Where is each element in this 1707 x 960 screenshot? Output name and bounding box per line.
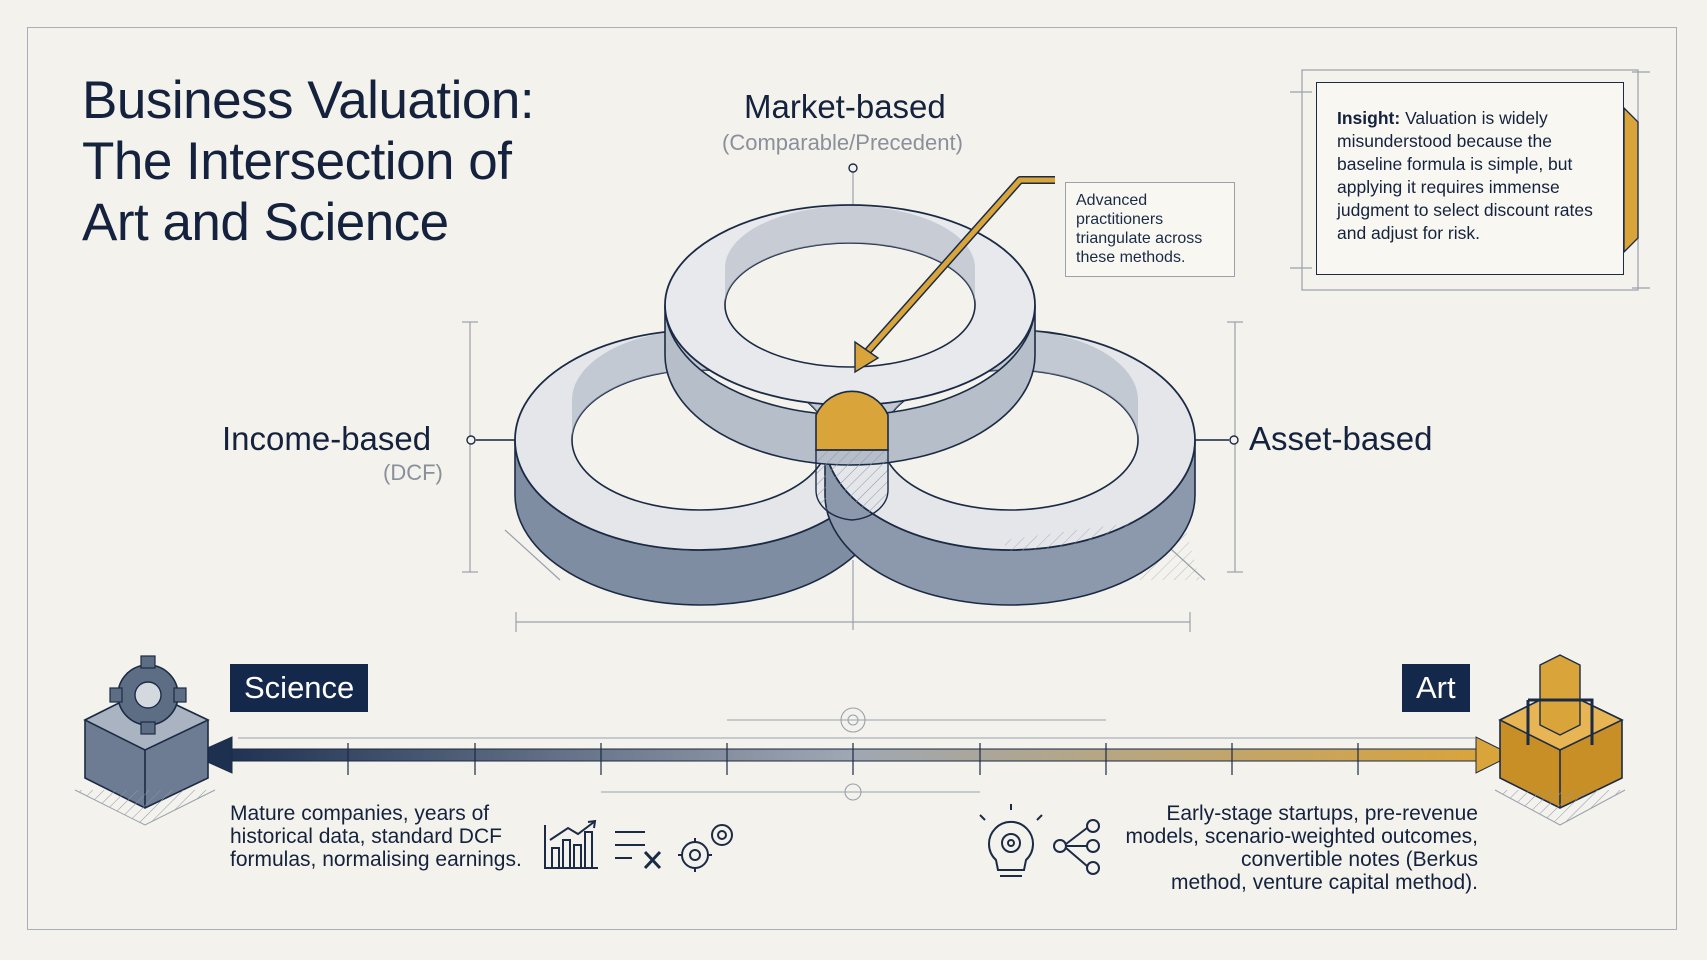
art-desc-line-1: Early-stage startups, pre-revenue: [1166, 802, 1478, 825]
page-title: Business Valuation: The Intersection of …: [82, 70, 642, 253]
callout-note-line-3: triangulate across: [1076, 230, 1203, 247]
art-desc-line-4: method, venture capital method).: [1170, 871, 1478, 894]
insight-gold-tab: [1623, 106, 1639, 254]
callout-note-line-2: practitioners: [1076, 211, 1164, 228]
callout-note: Advanced practitioners triangulate acros…: [1065, 182, 1235, 277]
insight-line-1: Valuation is widely: [1405, 108, 1548, 128]
art-desc-line-3: convertible notes (Berkus: [1241, 848, 1478, 871]
market-based-sublabel: (Comparable/Precedent): [722, 130, 963, 155]
insight-line-5: judgment to select discount rates: [1337, 200, 1593, 220]
market-based-label: Market-based: [744, 88, 946, 125]
science-tag: Science: [230, 664, 369, 712]
bar-chart-icon: [544, 819, 598, 869]
title-line-2: The Intersection of: [82, 132, 512, 191]
art-desc-line-2: models, scenario-weighted outcomes,: [1125, 825, 1478, 848]
science-desc-line-1: Mature companies, years of: [230, 802, 490, 825]
cube-gear-icon: [74, 655, 216, 826]
cube-chair-icon: [1494, 654, 1626, 826]
art-tag: Art: [1402, 664, 1470, 712]
title-line-1: Business Valuation:: [82, 71, 535, 130]
insight-box: Insight: Valuation is widely misundersto…: [1316, 82, 1624, 275]
insight-line-3: baseline formula is simple, but: [1337, 154, 1573, 174]
asset-based-label: Asset-based: [1249, 420, 1433, 457]
science-desc-line-3: formulas, normalising earnings.: [230, 848, 522, 871]
science-description: Mature companies, years of historical da…: [230, 802, 522, 871]
formula-icon: [615, 831, 662, 870]
art-description: Early-stage startups, pre-revenue models…: [1110, 802, 1478, 894]
lightbulb-gear-icon: [979, 804, 1043, 877]
insight-line-2: misunderstood because the: [1337, 131, 1552, 151]
title-line-3: Art and Science: [82, 193, 449, 252]
intersection-highlight: [815, 390, 889, 521]
callout-note-line-1: Advanced: [1076, 192, 1148, 209]
network-icon: [1053, 819, 1100, 875]
income-based-sublabel: (DCF): [383, 460, 443, 485]
insight-heading: Insight:: [1337, 108, 1401, 128]
income-based-label: Income-based: [222, 420, 432, 457]
science-desc-line-2: historical data, standard DCF: [230, 825, 502, 848]
callout-arrow: [854, 176, 1055, 374]
insight-line-4: applying it requires immense: [1337, 177, 1560, 197]
market-ring: [664, 204, 1036, 466]
callout-note-line-4: these methods.: [1076, 249, 1186, 266]
insight-line-6: and adjust for risk.: [1337, 223, 1480, 243]
page-frame: [27, 27, 1677, 930]
label-connectors: [466, 163, 1239, 445]
gears-icon: [678, 824, 733, 872]
spectrum-bar: [190, 707, 1514, 801]
